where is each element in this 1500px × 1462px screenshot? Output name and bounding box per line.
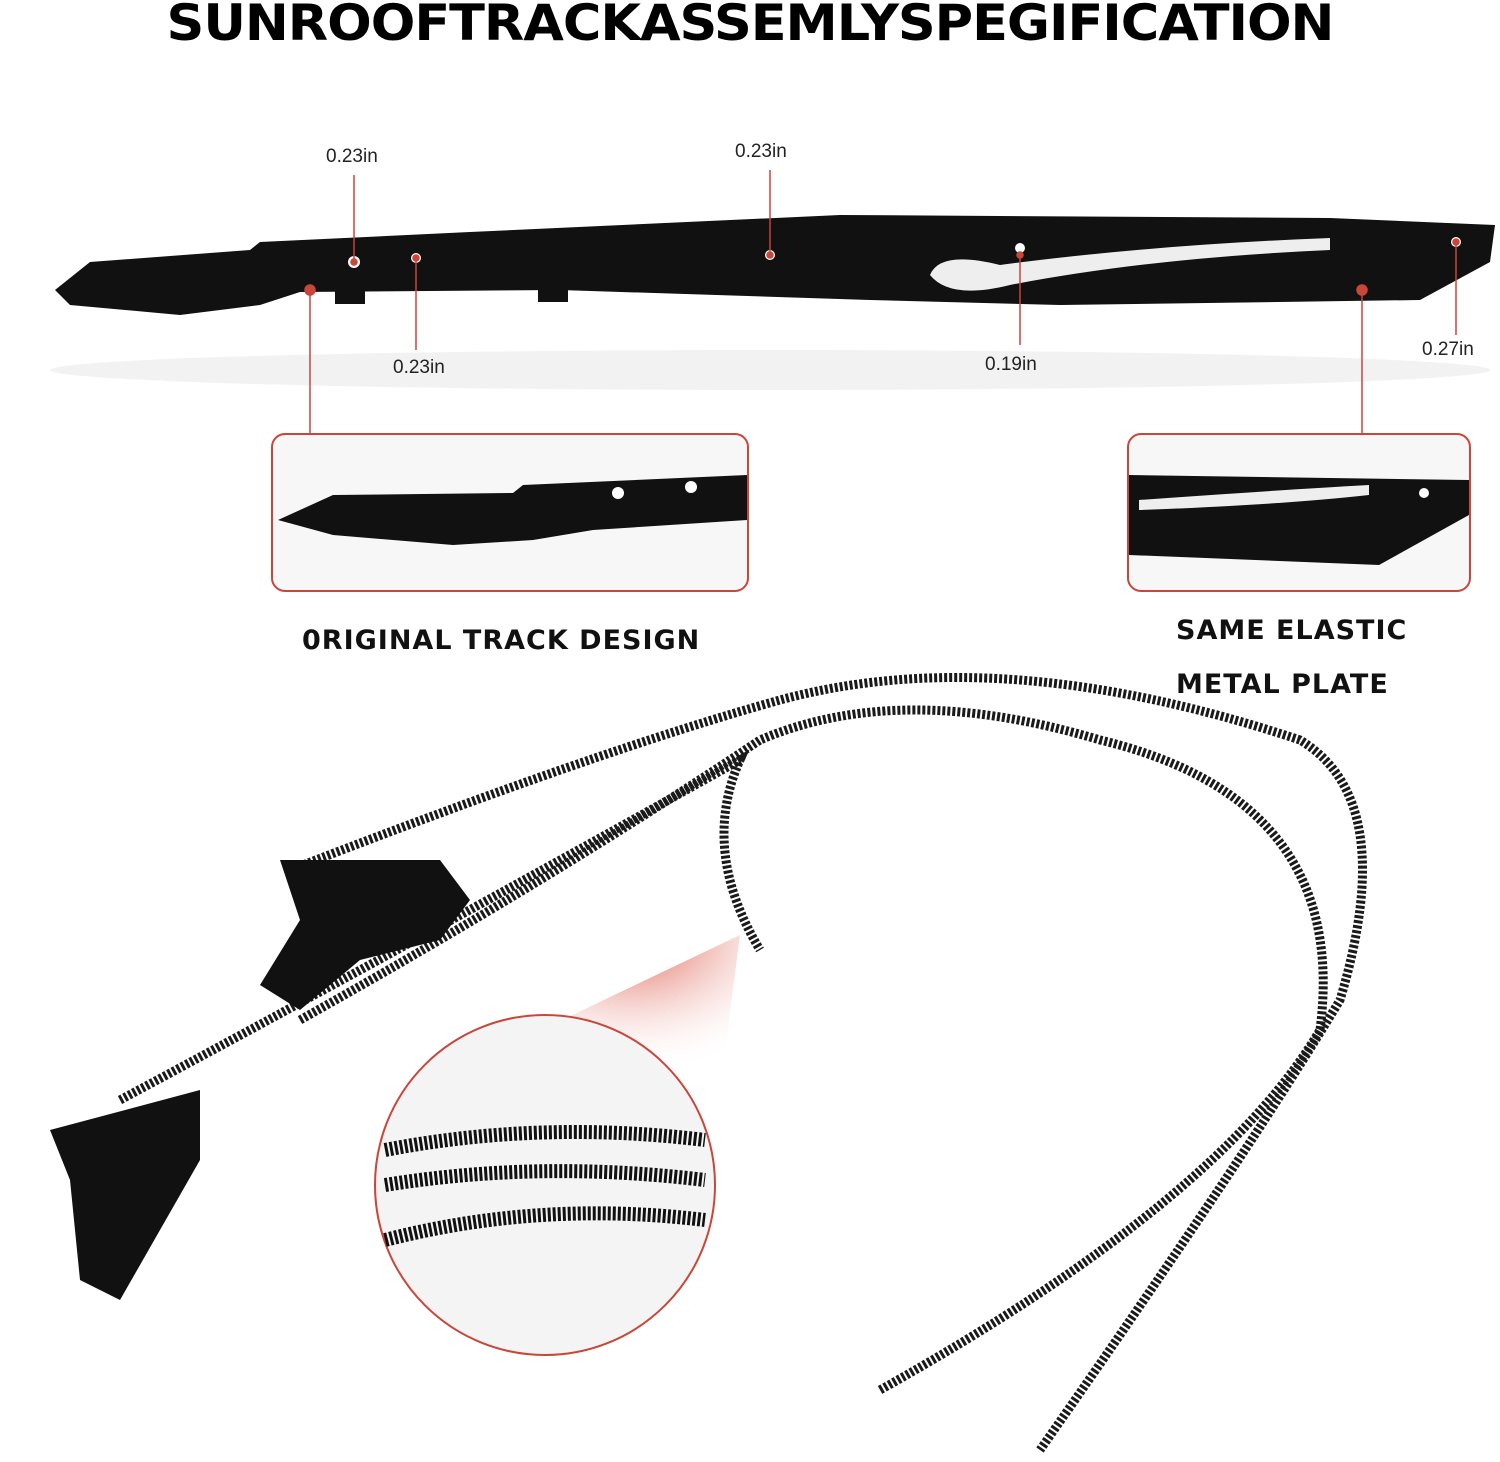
cable-detail-circle [374,1014,716,1356]
dimension-label: 0.23in [735,141,787,162]
callout-metal-plate [1127,433,1471,592]
track-rail [50,215,1495,390]
caption-elastic-plate-line2: METAL PLATE [1176,669,1389,700]
dimension-label: 0.27in [1422,339,1474,360]
callout-original-track [271,433,749,592]
caption-elastic-plate-line1: SAME ELASTIC [1176,615,1408,646]
metal-plate-closeup [1129,475,1469,565]
dimension-label: 0.23in [326,146,378,167]
dimension-label: 0.19in [985,354,1037,375]
sunroof-cables [117,673,1367,1453]
page-title: SUNROOFTRACKASSEMLYSPEGIFICATION [166,0,1335,52]
caption-original-track-design: 0RIGINAL TRACK DESIGN [302,625,701,656]
dimension-leaders [304,170,1460,434]
track-end-closeup [278,475,747,545]
dimension-label: 0.23in [393,357,445,378]
cable-brackets [50,860,470,1300]
